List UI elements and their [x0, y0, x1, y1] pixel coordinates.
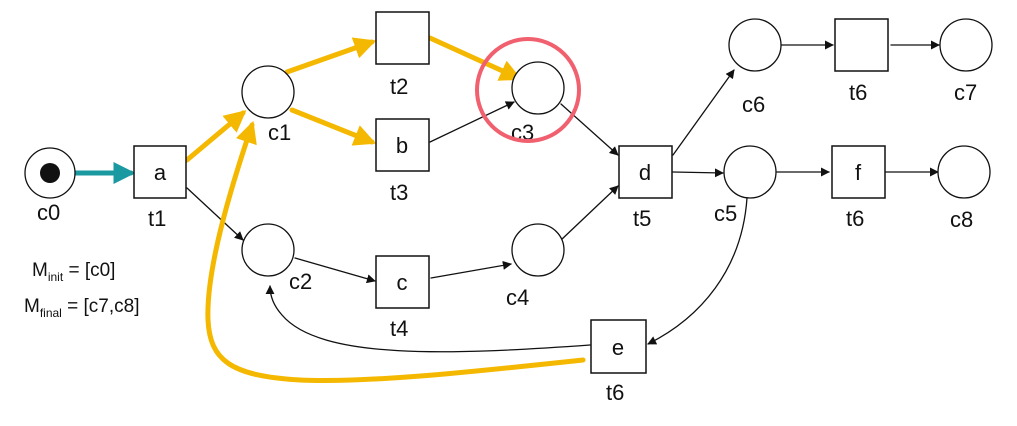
place-label: c4 — [506, 285, 529, 310]
transition-t5: d t5 — [618, 145, 673, 231]
activity-label: d — [639, 160, 651, 185]
place-label: c2 — [289, 269, 312, 294]
transition-label: t6 — [846, 206, 864, 231]
activity-label: b — [396, 133, 408, 158]
place-label: c1 — [268, 120, 291, 145]
transitions: a t1 t2 b t3 c t4 d t5 t6 — [133, 11, 889, 405]
place-label: c7 — [954, 80, 977, 105]
transition-label: t6 — [606, 380, 624, 405]
arc-t5-c5 — [672, 168, 724, 178]
final-marking: Mfinal = [c7,c8] — [24, 296, 139, 320]
arc-t1-c2 — [186, 187, 244, 241]
place-label: c8 — [950, 207, 973, 232]
transition-t6a: t6 — [834, 18, 889, 105]
arc-c5-t6c — [647, 197, 748, 345]
arc-t4-c4 — [430, 260, 512, 279]
place-c6: c6 — [728, 18, 782, 117]
arc-t5-c6 — [672, 69, 735, 156]
marking-value: = [c7,c8] — [61, 296, 140, 317]
transition-label: t2 — [390, 74, 408, 99]
arc-c2-t4 — [294, 257, 376, 284]
place-label: c6 — [742, 92, 765, 117]
arc-c1-t3 — [289, 107, 377, 146]
activity-label: f — [855, 160, 862, 185]
token — [40, 163, 60, 183]
arcs — [71, 35, 940, 383]
arc-t6c-c2 — [265, 285, 591, 353]
place-c0: c0 — [24, 147, 76, 225]
transition-t6c: e t6 — [590, 319, 647, 405]
activity-label: c — [397, 270, 408, 295]
arc-t6c-c1-replay — [205, 120, 586, 383]
place-c2: c2 — [241, 223, 312, 294]
transition-t3: b t3 — [375, 118, 430, 205]
activity-label: e — [612, 335, 624, 360]
initial-marking: Minit = [c0] — [32, 260, 115, 284]
transition-t6b: f t6 — [831, 145, 886, 231]
highlight-ring-c3 — [475, 37, 581, 143]
place-c5: c5 — [714, 145, 777, 226]
transition-label: t3 — [390, 180, 408, 205]
marking-subscript: final — [39, 305, 62, 320]
activity-label: a — [154, 160, 167, 185]
marking-subscript: init — [47, 269, 64, 284]
transition-label: t6 — [849, 80, 867, 105]
transition-t1: a t1 — [133, 145, 187, 231]
transition-label: t5 — [633, 206, 651, 231]
arc-c4-t5 — [560, 185, 619, 241]
place-c8: c8 — [937, 145, 991, 232]
places: c0 c1 c2 c3 c4 c5 c6 c7 — [24, 18, 993, 310]
place-label: c0 — [37, 200, 60, 225]
arc-t2-c3 — [427, 35, 523, 81]
marking-prefix: M — [32, 260, 48, 281]
place-c1: c1 — [241, 65, 295, 145]
arc-t1-c1 — [184, 110, 247, 163]
arc-c1-t2 — [284, 37, 377, 75]
place-c7: c7 — [939, 18, 993, 105]
transition-label: t4 — [390, 316, 408, 341]
arc-c3-t5 — [560, 103, 619, 156]
place-label: c5 — [714, 201, 737, 226]
arc-t3-c3 — [429, 101, 515, 143]
place-c4: c4 — [506, 223, 565, 310]
transition-t4: c t4 — [375, 255, 430, 341]
marking-prefix: M — [24, 296, 40, 317]
transition-t2: t2 — [375, 11, 430, 99]
transition-label: t1 — [148, 206, 166, 231]
marking-value: = [c0] — [63, 260, 116, 281]
